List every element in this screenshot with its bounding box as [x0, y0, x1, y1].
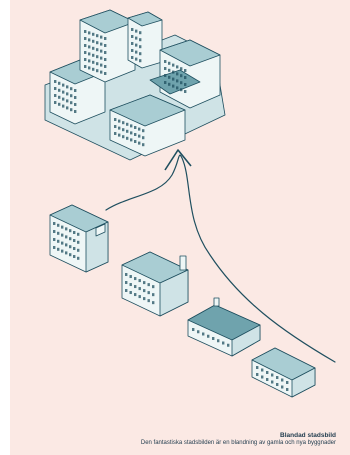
city-evolution-illustration	[10, 0, 350, 455]
caption: Blandad stadsbild Den fantastiska stadsb…	[141, 432, 336, 447]
illustration-page: Blandad stadsbild Den fantastiska stadsb…	[10, 0, 350, 455]
caption-text: Den fantastiska stadsbilden är en blandn…	[141, 440, 336, 447]
caption-title: Blandad stadsbild	[141, 432, 336, 440]
